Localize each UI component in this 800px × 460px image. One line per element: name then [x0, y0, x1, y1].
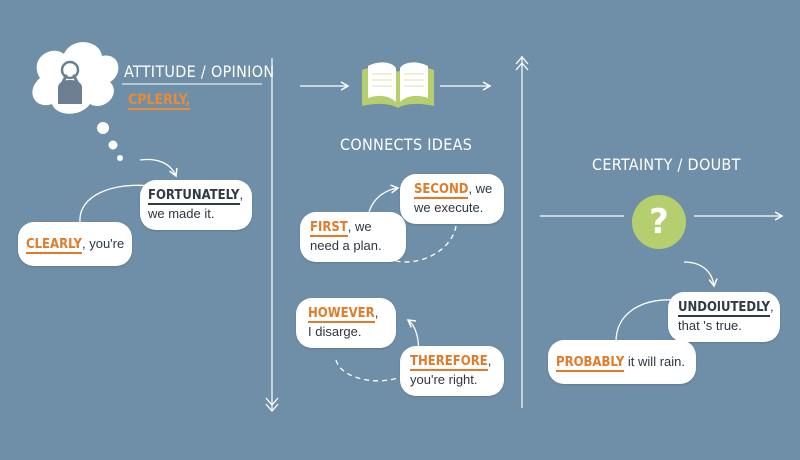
bubble-probably: PROBABLY it will rain. [548, 340, 696, 384]
person-thinking-icon [58, 60, 82, 104]
bubble-undoubtedly-text: that 's true. [678, 318, 742, 333]
bubble-clearly: CLEARLY, you're [18, 222, 132, 266]
heading-certainty-doubt: CERTAINTY / DOUBT [592, 155, 741, 174]
open-book-icon [362, 62, 434, 108]
bubble-undoubtedly: UNDOlUTEDLY, that 's true. [668, 292, 780, 342]
keyword-fortunately: FORTUNATELY [148, 188, 240, 205]
keyword-undoubtedly: UNDOlUTEDLY [678, 300, 771, 317]
right-divider [515, 56, 529, 408]
keyword-first: FIRST [310, 220, 348, 237]
bubble-however: HOWEVER, I disarge. [296, 298, 396, 348]
keyword-clearly: CLEARLY [26, 237, 82, 254]
heading-attitude-opinion: ATTITUDE / OPINION [124, 62, 275, 81]
attitude-example-word: CPLERLY, [128, 92, 191, 110]
bubble-however-text: I disarge. [308, 324, 362, 339]
keyword-probably: PROBABLY [556, 355, 625, 372]
question-mark-icon: ? [632, 195, 686, 249]
bubble-first: FIRST, we need a plan. [300, 212, 406, 262]
bubble-probably-text: it will rain. [627, 354, 685, 369]
bubble-therefore-text: you're right. [410, 372, 478, 387]
left-divider [265, 58, 279, 412]
bubble-first-text: need a plan. [310, 238, 382, 253]
heading-connects-ideas: CONNECTS IDEAS [340, 135, 473, 154]
bubble-clearly-text: you're [89, 236, 125, 251]
bubble-fortunately: FORTUNATELY, we made it. [140, 180, 252, 230]
keyword-however: HOWEVER [308, 306, 375, 323]
keyword-therefore: THEREFORE [410, 354, 488, 371]
bubble-fortunately-text: we made it. [148, 206, 215, 221]
bubble-therefore: THEREFORE, you're right. [400, 346, 504, 396]
keyword-second: SECOND [414, 182, 469, 199]
bubble-second-text: we execute. [414, 200, 484, 215]
bubble-second: SECOND, we we execute. [400, 174, 504, 224]
